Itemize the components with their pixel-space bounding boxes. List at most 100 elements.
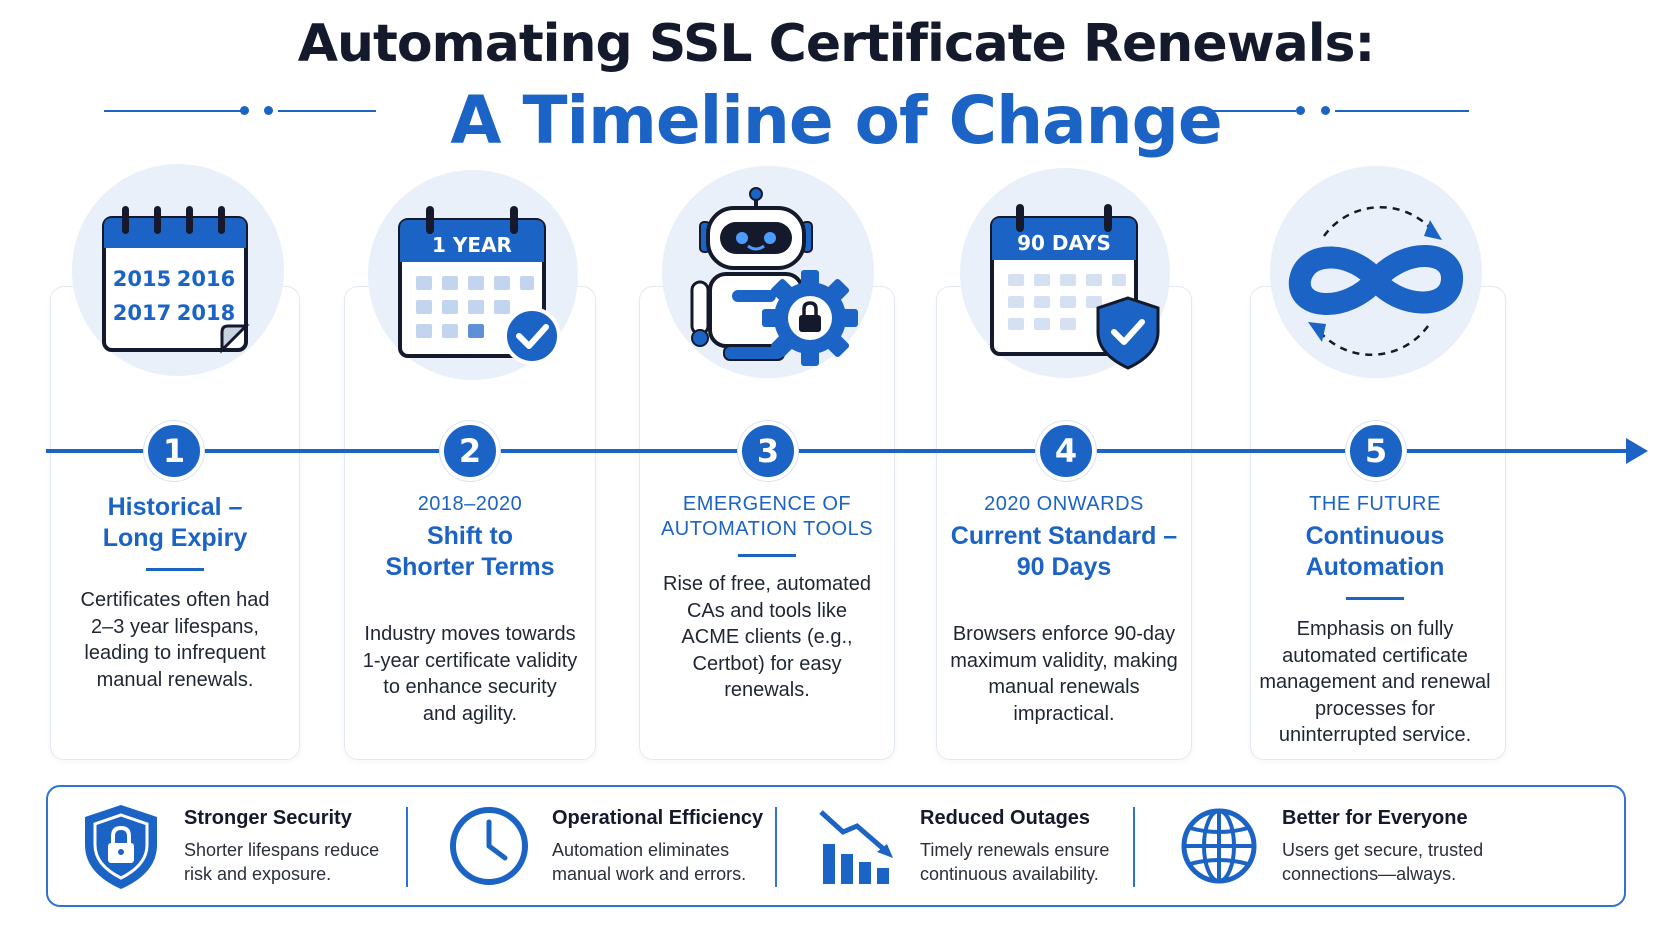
step-title: Continuous Automation <box>1240 521 1510 583</box>
step-description: Certificates often had 2–3 year lifespan… <box>40 587 310 693</box>
shield-lock-icon <box>76 801 166 891</box>
desc-line: risk and exposure. <box>184 863 332 884</box>
desc-line: to enhance security <box>383 676 557 698</box>
step-kicker: 2018–2020 <box>417 493 523 515</box>
step-number-3: 3 <box>738 421 798 481</box>
step-title-line: Historical – <box>107 493 243 521</box>
page-subtitle: A Timeline of Change <box>450 82 1222 159</box>
step-kicker: THE FUTURE <box>1309 493 1441 515</box>
step-divider <box>738 554 796 557</box>
desc-line: renewals. <box>724 679 810 701</box>
desc-line: connections—always. <box>1282 863 1457 884</box>
step-text-5: THE FUTURE Continuous Automation Emphasi… <box>1240 492 1510 749</box>
step-kicker: EMERGENCE OF AUTOMATION TOOLS <box>632 492 902 542</box>
calendar-year-text: 2016 <box>177 267 235 291</box>
benefit-separator <box>775 807 777 887</box>
benefit-text: Stronger Security Shorter lifespans redu… <box>184 807 379 886</box>
benefit-text: Better for Everyone Users get secure, tr… <box>1282 807 1483 886</box>
desc-line: automated certificate <box>1282 644 1468 667</box>
decorative-dot <box>1296 106 1305 115</box>
step-title-line: Current Standard – <box>950 522 1178 550</box>
step-title-line: Continuous <box>1305 522 1445 550</box>
step-title-line: Shorter Terms <box>385 553 555 581</box>
benefit-text: Operational Efficiency Automation elimin… <box>552 807 763 886</box>
decorative-dot <box>240 106 249 115</box>
step-text-2: 2018–2020 Shift to Shorter Terms Industr… <box>335 492 605 727</box>
step-description: Emphasis on fully automated certificate … <box>1240 616 1510 749</box>
calendar-shield-icon: 90 DAYS <box>990 204 1160 370</box>
decorative-line-right <box>1335 110 1469 112</box>
desc-line: manual renewals. <box>96 668 254 691</box>
kicker-line: AUTOMATION TOOLS <box>660 518 874 540</box>
step-divider <box>146 568 204 571</box>
desc-line: Industry moves towards <box>364 623 576 645</box>
desc-line: management and renewal <box>1259 671 1491 693</box>
step-kicker: 2020 ONWARDS <box>984 493 1144 515</box>
benefit-title: Stronger Security <box>184 806 352 829</box>
desc-line: Users get secure, trusted <box>1282 839 1484 860</box>
decorative-dot <box>1321 106 1330 115</box>
step-title: Historical – Long Expiry <box>40 492 310 554</box>
clock-icon <box>444 801 534 891</box>
step-description: Industry moves towards 1-year certificat… <box>335 621 605 727</box>
desc-line: Certificates often had <box>80 589 270 611</box>
step-number-5: 5 <box>1346 421 1406 481</box>
benefit-description: Users get secure, trusted connections—al… <box>1282 838 1483 886</box>
calendar-multi-year-icon: 2015 2016 2017 2018 <box>102 206 250 354</box>
calendar-label: 90 DAYS <box>1017 231 1111 255</box>
desc-line: uninterrupted service. <box>1278 724 1472 746</box>
desc-line: manual work and errors. <box>552 863 747 884</box>
desc-line: leading to infrequent <box>84 642 266 664</box>
step-title-line: Automation <box>1305 553 1445 581</box>
step-text-3: EMERGENCE OF AUTOMATION TOOLS Rise of fr… <box>632 492 902 704</box>
calendar-check-icon: 1 YEAR <box>398 206 561 364</box>
benefit-description: Timely renewals ensure continuous availa… <box>920 838 1109 886</box>
decorative-dot <box>264 106 273 115</box>
globe-icon <box>1174 801 1264 891</box>
step-title: Shift to Shorter Terms <box>335 521 605 583</box>
step-title: Current Standard – 90 Days <box>929 521 1199 583</box>
desc-line: Browsers enforce 90-day <box>952 623 1176 645</box>
decorative-line-right <box>1196 110 1296 112</box>
calendar-label: 1 YEAR <box>432 233 512 257</box>
benefit-title: Operational Efficiency <box>552 806 764 829</box>
kicker-line: EMERGENCE OF <box>682 493 852 515</box>
step-number-2: 2 <box>440 421 500 481</box>
benefit-description: Shorter lifespans reduce risk and exposu… <box>184 838 379 886</box>
benefit-separator <box>1133 807 1135 887</box>
benefit-better-for-everyone: Better for Everyone Users get secure, tr… <box>1174 787 1483 905</box>
desc-line: ACME clients (e.g., <box>681 626 853 648</box>
desc-line: manual renewals <box>988 676 1140 698</box>
desc-line: CAs and tools like <box>686 599 848 622</box>
benefit-separator <box>406 807 408 887</box>
timeline-line <box>46 449 1626 453</box>
step-text-1: Historical – Long Expiry Certificates of… <box>40 492 310 693</box>
desc-line: Shorter lifespans reduce <box>184 839 380 860</box>
step-number-4: 4 <box>1036 421 1096 481</box>
desc-line: Rise of free, automated <box>663 573 871 595</box>
desc-line: Timely renewals ensure <box>920 839 1110 860</box>
benefit-text: Reduced Outages Timely renewals ensure c… <box>920 807 1109 886</box>
page-title: Automating SSL Certificate Renewals: <box>297 14 1376 74</box>
step-description: Browsers enforce 90-day maximum validity… <box>929 621 1199 727</box>
desc-line: processes for <box>1314 697 1436 720</box>
step-description: Rise of free, automated CAs and tools li… <box>632 571 902 704</box>
desc-line: 1-year certificate validity <box>362 649 578 672</box>
desc-line: and agility. <box>422 702 518 725</box>
benefit-reduced-outages: Reduced Outages Timely renewals ensure c… <box>812 787 1109 905</box>
calendar-year-text: 2017 <box>113 301 171 325</box>
benefits-panel: Stronger Security Shorter lifespans redu… <box>46 785 1626 907</box>
desc-line: Emphasis on fully <box>1296 618 1454 640</box>
timeline-arrow-icon <box>1626 438 1648 464</box>
step-divider <box>1346 597 1404 600</box>
calendar-year-text: 2018 <box>177 301 235 325</box>
desc-line: maximum validity, making <box>950 649 1178 672</box>
desc-line: continuous availability. <box>920 863 1099 884</box>
benefit-description: Automation eliminates manual work and er… <box>552 838 763 886</box>
desc-line: Certbot) for easy <box>692 652 842 675</box>
desc-line: Automation eliminates <box>552 839 730 860</box>
step-number-1: 1 <box>144 421 204 481</box>
robot-gear-lock-icon <box>690 187 858 366</box>
decorative-line-left <box>278 110 376 112</box>
decorative-line-left <box>104 110 244 112</box>
